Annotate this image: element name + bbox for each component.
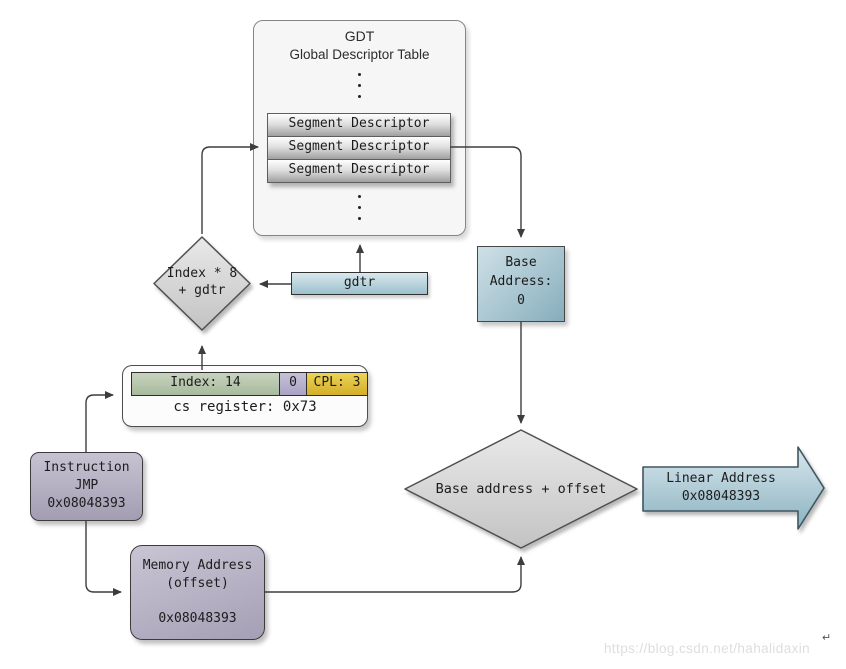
wire-instruction-to-csregister — [85, 391, 114, 452]
selector-bitfield: Index: 14 0 CPL: 3 — [131, 372, 368, 396]
ellipsis-dots-top — [254, 73, 465, 98]
gdt-subtitle: Global Descriptor Table — [289, 47, 430, 62]
watermark-url: https://blog.csdn.net/hahalidaxin — [604, 641, 811, 656]
segment-descriptor-row: Segment Descriptor — [267, 159, 451, 183]
index-diamond-label: Index * 8 + gdtr — [166, 266, 238, 298]
return-mark-glyph: ↵ — [822, 632, 832, 644]
segment-descriptor-row: Segment Descriptor — [267, 113, 451, 137]
base-address-line: Base — [505, 255, 537, 270]
instruction-box: Instruction JMP 0x08048393 — [30, 452, 143, 521]
sum-diamond-label: Base address + offset — [435, 481, 607, 497]
selector-cpl-field: CPL: 3 — [306, 372, 368, 396]
instruction-line: Instruction — [43, 460, 130, 475]
gdtr-register-box: gdtr — [291, 272, 428, 295]
cs-register-caption: cs register: 0x73 — [173, 399, 317, 415]
wire-instruction-to-memory — [85, 521, 122, 596]
linear-address-label: Linear Address 0x08048393 — [666, 471, 776, 504]
gdt-title: GDT — [344, 28, 375, 44]
memory-address-value: 0x08048393 — [158, 611, 237, 626]
wire-indexdiamond-to-gdt — [201, 143, 259, 234]
selector-ti-field: 0 — [279, 372, 307, 396]
instruction-line: 0x08048393 — [47, 496, 126, 511]
memory-address-line: Memory Address — [142, 558, 253, 573]
gdt-box: GDT Global Descriptor Table Segment Desc… — [253, 20, 466, 236]
ellipsis-dots-bottom — [254, 195, 465, 220]
wire-memory-to-sumdiamond — [265, 556, 525, 593]
selector-index-field: Index: 14 — [131, 372, 280, 396]
cs-register-box: Index: 14 0 CPL: 3 cs register: 0x73 — [122, 365, 368, 427]
segment-descriptor-row: Segment Descriptor — [267, 136, 451, 160]
base-address-box: Base Address: 0 — [477, 246, 565, 322]
instruction-line: JMP — [74, 478, 99, 493]
memory-address-line: (offset) — [166, 576, 229, 591]
base-address-line: 0 — [517, 293, 525, 308]
base-address-line: Address: — [489, 274, 553, 289]
memory-address-box: Memory Address (offset) 0x08048393 — [130, 545, 265, 640]
segment-descriptor-list: Segment Descriptor Segment Descriptor Se… — [267, 113, 451, 183]
